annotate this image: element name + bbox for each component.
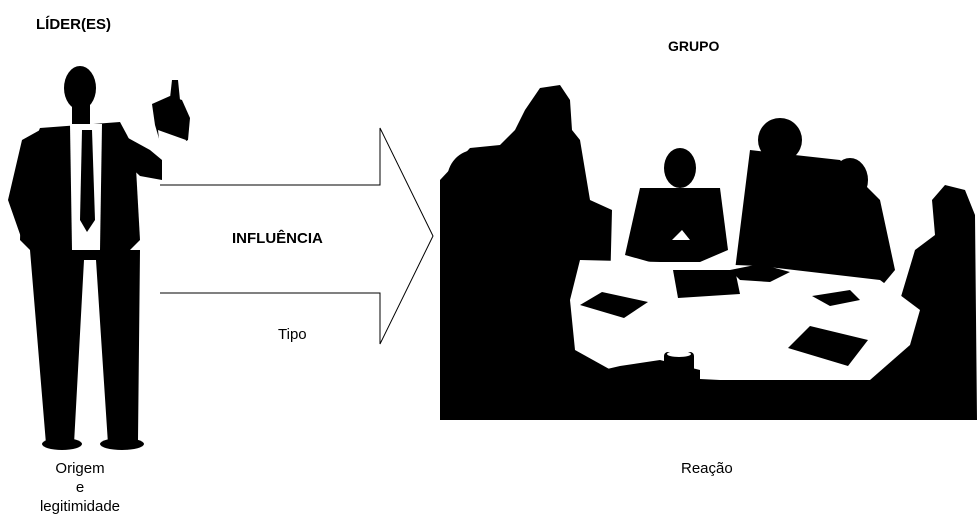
paper-2 <box>673 270 740 298</box>
paper-1 <box>580 292 648 318</box>
origin-line-3: legitimidade <box>39 498 121 515</box>
group-reaction-label: Reação <box>681 460 733 477</box>
influence-arrow <box>160 127 434 345</box>
origin-line-1: Origem <box>55 460 105 477</box>
paper-3 <box>788 326 868 366</box>
leader-origin-caption: Origem e legitimidade <box>28 459 132 516</box>
group-title: GRUPO <box>668 38 720 54</box>
influence-label: INFLUÊNCIA <box>232 230 323 247</box>
leader-title: LÍDER(ES) <box>36 16 111 33</box>
origin-line-2: e <box>75 479 85 496</box>
leader-silhouette <box>8 66 190 450</box>
group-silhouette <box>440 85 977 420</box>
influence-type-label: Tipo <box>278 326 307 343</box>
